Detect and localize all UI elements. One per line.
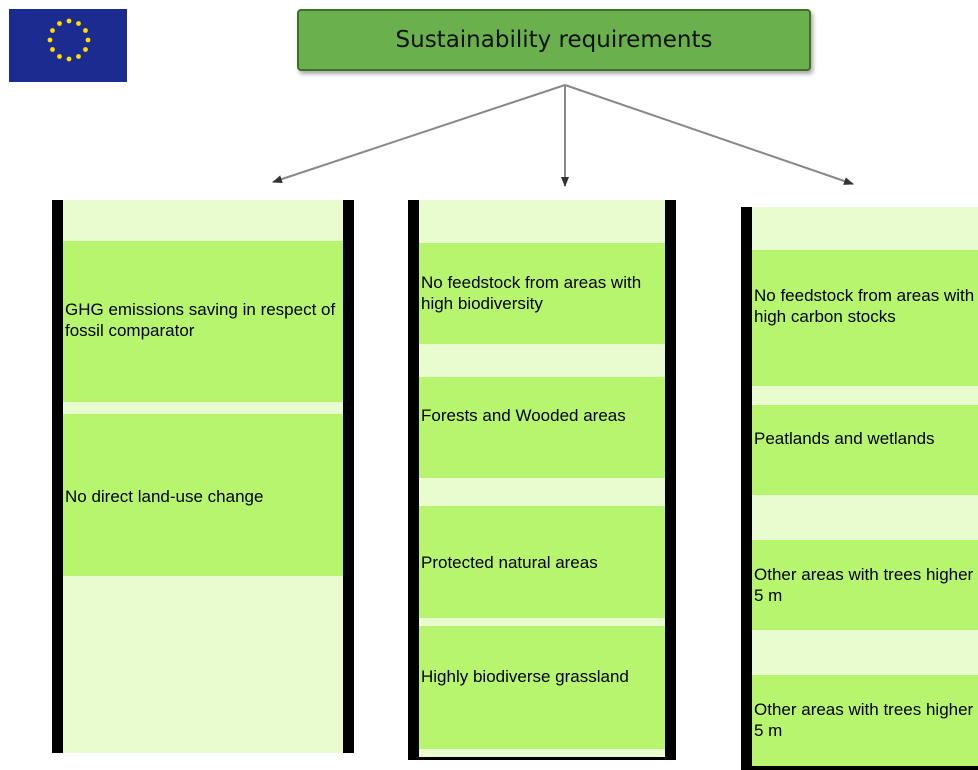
- cell-land-use: No direct land-use change: [63, 414, 343, 576]
- cell-spacer: [419, 200, 665, 243]
- eu-flag-logo: [9, 9, 127, 82]
- cell-carbon: No feedstock from areas with high carbon…: [752, 250, 978, 386]
- arrow-right: [564, 84, 854, 185]
- cell-spacer: [63, 576, 343, 753]
- cell-label: Peatlands and wetlands: [754, 429, 935, 448]
- cell-label: No direct land-use change: [65, 487, 264, 506]
- cell-spacer: [419, 618, 665, 626]
- cell-trees-2: Other areas with trees higher 5 m: [752, 675, 978, 766]
- cell-spacer: [419, 344, 665, 377]
- cell-spacer: [752, 495, 978, 540]
- cell-ghg-savings: GHG emissions saving in respect of fossi…: [63, 241, 343, 402]
- eu-stars-icon: [47, 18, 91, 62]
- cell-trees-1: Other areas with trees higher 5 m: [752, 540, 978, 630]
- cell-spacer: [63, 200, 343, 241]
- arrow-left: [272, 84, 566, 183]
- cell-label: GHG emissions saving in respect of fossi…: [65, 300, 336, 340]
- cell-label: No feedstock from areas with high carbon…: [754, 286, 975, 326]
- cell-spacer: [752, 630, 978, 675]
- cell-biodiversity: No feedstock from areas with high biodiv…: [419, 243, 665, 344]
- cell-spacer: [752, 386, 978, 405]
- cell-label: Highly biodiverse grassland: [421, 667, 629, 686]
- cell-spacer: [419, 749, 665, 757]
- cell-spacer: [63, 402, 343, 414]
- title-text: Sustainability requirements: [395, 27, 713, 53]
- cell-spacer: [752, 207, 978, 250]
- cell-label: No feedstock from areas with high biodiv…: [421, 273, 642, 313]
- title-box: Sustainability requirements: [297, 9, 811, 71]
- cell-grassland: Highly biodiverse grassland: [419, 626, 665, 749]
- connector-arrows: [272, 84, 854, 187]
- cell-label: Other areas with trees higher 5 m: [754, 565, 974, 605]
- cell-forests: Forests and Wooded areas: [419, 377, 665, 478]
- cell-protected: Protected natural areas: [419, 506, 665, 618]
- cell-label: Forests and Wooded areas: [421, 406, 626, 425]
- cell-peatlands: Peatlands and wetlands: [752, 405, 978, 495]
- cell-label: Protected natural areas: [421, 553, 598, 572]
- cell-label: Other areas with trees higher 5 m: [754, 700, 974, 740]
- cell-spacer: [419, 478, 665, 506]
